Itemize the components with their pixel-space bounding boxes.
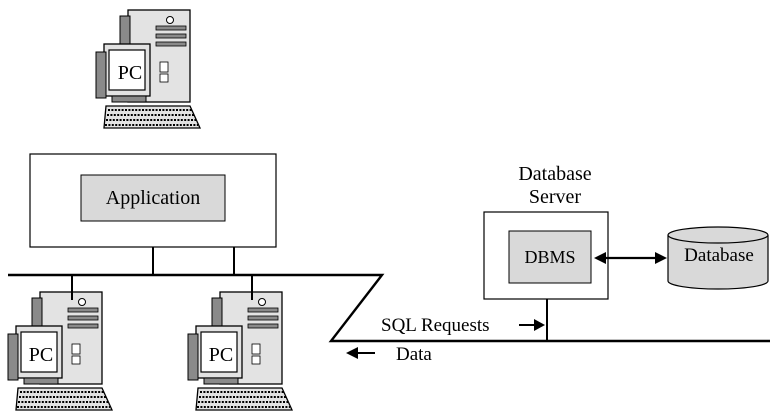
arrow-right-icon: [519, 319, 545, 331]
network-bus: [8, 273, 770, 343]
arrow-left-icon: [346, 347, 375, 359]
server-title-line2: Server: [528, 186, 582, 208]
pc-label: PC: [208, 344, 234, 366]
pc-label: PC: [117, 62, 143, 84]
pc-label: PC: [28, 344, 54, 366]
application-box: [80, 174, 226, 222]
data-label: Data: [396, 344, 432, 365]
database-label: Database: [684, 245, 754, 266]
double-arrow-icon: [594, 252, 667, 264]
database-cylinder-icon: [667, 226, 769, 290]
sql-requests-label: SQL Requests: [381, 315, 490, 336]
application-label: Application: [105, 187, 201, 209]
dbms-box: [508, 230, 592, 284]
database-server-title: Database Server: [480, 163, 630, 209]
server-title-line1: Database: [518, 163, 592, 185]
dbms-label: DBMS: [524, 247, 576, 267]
